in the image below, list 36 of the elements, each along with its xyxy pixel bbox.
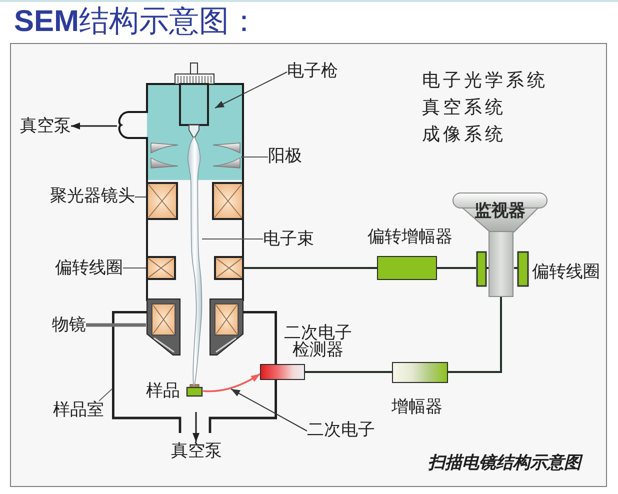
diagram-title: SEM结构示意图： bbox=[14, 4, 260, 40]
leader-line bbox=[123, 267, 146, 269]
leader-arrow bbox=[230, 388, 308, 432]
part-label: 偏转线圈 bbox=[55, 259, 123, 278]
signal-line bbox=[448, 297, 502, 373]
part-label: 真空泵 bbox=[20, 117, 71, 136]
leader-arrow bbox=[214, 72, 288, 108]
part-label: 二次电子检测器 bbox=[284, 324, 352, 358]
part-label: 监视器 bbox=[474, 202, 526, 221]
pump-arrow bbox=[71, 122, 117, 130]
part-label: 偏转线圈 bbox=[532, 263, 600, 282]
leader-line bbox=[86, 323, 146, 327]
signal-line bbox=[305, 371, 392, 373]
part-label: 真空泵 bbox=[171, 442, 222, 461]
part-label: 偏转增幅器 bbox=[368, 228, 452, 246]
part-label: 聚光器镜头 bbox=[50, 187, 135, 206]
signal-line bbox=[437, 267, 476, 269]
pump-arrow bbox=[192, 412, 200, 442]
diagram-caption: 扫描电镜结构示意图 bbox=[428, 453, 581, 474]
electron-path-arrow bbox=[202, 373, 260, 392]
part-label: 样品室 bbox=[53, 401, 104, 420]
part-label: 阳极 bbox=[268, 147, 302, 166]
part-label: 二次电子 bbox=[307, 421, 375, 440]
part-label: 物镜 bbox=[52, 316, 86, 335]
part-label: 电子枪 bbox=[287, 62, 338, 81]
part-label: 样品 bbox=[146, 382, 180, 401]
signal-line bbox=[244, 267, 377, 269]
leader-line bbox=[135, 196, 146, 198]
leader-line bbox=[98, 388, 112, 402]
leader-line bbox=[241, 156, 268, 158]
leader-line bbox=[202, 238, 263, 240]
part-label: 电子束 bbox=[263, 230, 314, 249]
part-label: 增幅器 bbox=[392, 398, 442, 416]
note-text: 成像系统 bbox=[422, 124, 506, 146]
note-text: 电子光学系统 bbox=[422, 70, 548, 92]
note-text: 真空系统 bbox=[422, 97, 506, 119]
